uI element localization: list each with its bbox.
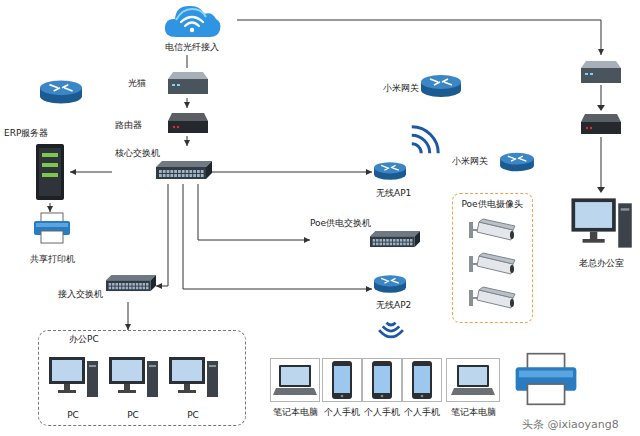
network-link — [198, 184, 310, 240]
pc-icon — [107, 355, 159, 399]
modem-icon — [168, 71, 208, 95]
router-node: 路由器 — [112, 108, 210, 136]
node-label: PC — [165, 410, 221, 421]
network-link — [237, 20, 601, 55]
printer-illustration — [515, 352, 577, 406]
node-label: 电信光纤接入 — [150, 42, 234, 53]
server-icon — [34, 144, 66, 200]
camera-icon — [469, 218, 517, 244]
access-point-node: 无线AP1 — [372, 122, 447, 202]
office-pc-group: 办公PC PC PC PC — [38, 330, 246, 426]
slab-icon — [581, 113, 621, 135]
phone-icon — [332, 361, 352, 399]
node-label: Poe供电摄像头 — [453, 199, 531, 210]
pc-node: PC — [45, 355, 104, 423]
node-label: 路由器 — [115, 120, 142, 131]
switch-icon — [106, 274, 156, 292]
network-link — [128, 302, 129, 330]
network-link — [187, 136, 188, 146]
device-cell: 个人手机 — [402, 358, 445, 420]
wifidown-icon — [376, 320, 406, 342]
arrow-icon — [597, 85, 605, 111]
internet-cloud: 电信光纤接入 — [150, 0, 237, 55]
node-label: 核心交换机 — [115, 148, 160, 159]
node-label: PC — [105, 410, 161, 421]
boss-office-node: 老总办公室 — [565, 55, 640, 270]
node-label: 老总办公室 — [565, 258, 637, 269]
poe-switch-node: Poe供电交换机 — [310, 218, 420, 250]
phone-icon — [412, 361, 432, 399]
node-label: 笔记本电脑 — [270, 407, 320, 418]
pc-icon — [569, 195, 633, 251]
pc-node: PC — [165, 355, 224, 423]
node-label: 无线AP2 — [376, 300, 411, 311]
access-switch-node: 接入交换机 — [58, 272, 156, 302]
pc-icon — [167, 355, 219, 399]
device-cell: 笔记本电脑 — [446, 358, 503, 420]
camera-icon — [469, 252, 517, 278]
pc-node: PC — [105, 355, 164, 423]
node-label: 光猫 — [128, 78, 146, 89]
network-link — [70, 172, 112, 173]
pc-icon — [47, 355, 99, 399]
gateway-node: 小米网关 — [383, 70, 463, 102]
node-label: Poe供电交换机 — [310, 218, 371, 229]
node-label: 无线AP1 — [376, 188, 411, 199]
node-label: 小米网关 — [383, 83, 419, 94]
node-label: 办公PC — [69, 334, 99, 345]
camera-icon — [469, 286, 517, 312]
router-icon — [421, 73, 461, 99]
network-link — [50, 203, 51, 212]
core-switch-node: 核心交换机 — [112, 146, 212, 184]
network-link — [183, 184, 372, 289]
laptop-icon — [451, 363, 495, 397]
switch-icon — [370, 230, 420, 248]
slab-icon — [168, 112, 208, 134]
switch-icon — [156, 160, 212, 180]
wifiup-icon — [408, 122, 442, 158]
node-label: 笔记本电脑 — [446, 407, 500, 418]
node-label: PC — [45, 410, 101, 421]
router-icon — [500, 151, 534, 173]
printer-node: 共享打印机 — [22, 212, 85, 267]
node-label: 小米网关 — [452, 156, 488, 167]
modem-node: 光猫 — [125, 68, 210, 98]
network-link — [187, 55, 188, 68]
printer-icon — [34, 212, 70, 244]
access-point-node: 无线AP2 — [372, 270, 432, 345]
node-label: 接入交换机 — [58, 289, 103, 300]
node-label: 个人手机 — [362, 407, 402, 418]
router-icon — [374, 160, 406, 182]
cloud-icon — [162, 0, 222, 40]
network-link — [156, 184, 168, 286]
gateway-node: 小米网关 — [452, 148, 536, 176]
server-node: ERP服务器 — [4, 128, 70, 203]
device-cell: 个人手机 — [362, 358, 405, 420]
device-cell: 笔记本电脑 — [270, 358, 323, 420]
watermark: 头条 @ixiaoyang8 — [522, 418, 619, 431]
node-label: 个人手机 — [402, 407, 442, 418]
modem-icon — [579, 60, 623, 84]
phone-icon — [372, 361, 392, 399]
network-link — [187, 98, 188, 108]
device-cell: 个人手机 — [322, 358, 365, 420]
node-label: 共享打印机 — [22, 254, 82, 265]
router-icon — [374, 273, 406, 295]
laptop-icon — [273, 363, 317, 397]
network-link — [212, 172, 372, 173]
router-illustration — [40, 78, 82, 106]
node-label: 个人手机 — [322, 407, 362, 418]
camera-group: Poe供电摄像头 — [452, 193, 533, 323]
node-label: ERP服务器 — [4, 128, 48, 139]
arrow-icon — [597, 137, 605, 193]
